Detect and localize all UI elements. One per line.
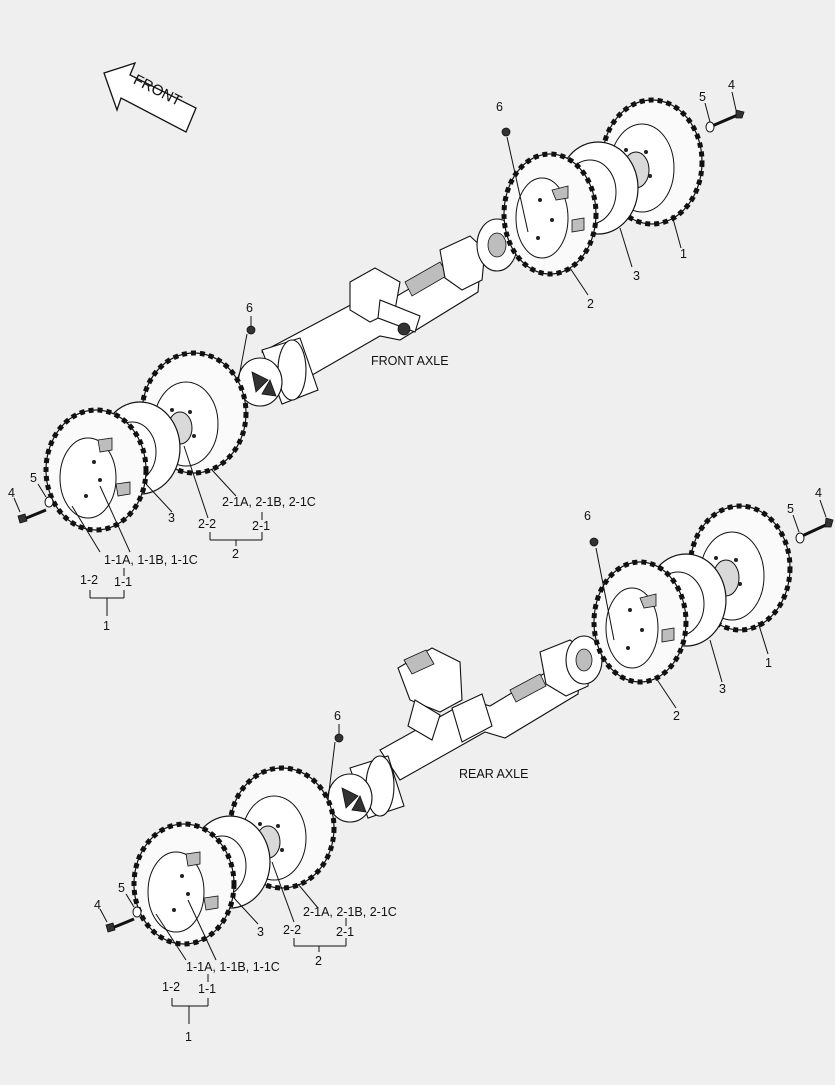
rear-left-label-1-2: 1-2	[162, 980, 180, 994]
front-left-label-3: 3	[168, 511, 175, 525]
front-right-wheel-bolt	[711, 109, 745, 128]
front-right-label-6: 6	[496, 100, 503, 114]
front-right-nut	[501, 127, 511, 137]
front-left-outer-tire	[43, 407, 149, 533]
rear-right-washer	[795, 532, 805, 544]
front-hub-label-6: 6	[246, 301, 253, 315]
rear-hub-nut	[334, 733, 344, 743]
front-hub-nut	[246, 325, 256, 335]
front-left-label-1-2: 1-2	[80, 573, 98, 587]
rear-axle-title: REAR AXLE	[459, 767, 528, 781]
front-right-label-5: 5	[699, 90, 706, 104]
rear-right-label-2: 2	[673, 709, 680, 723]
rear-left-outer-tire	[131, 821, 237, 947]
front-right-label-3: 3	[633, 269, 640, 283]
front-axle-housing	[237, 218, 518, 407]
rear-left-label-1-1: 1-1	[198, 982, 216, 996]
front-left-washer	[44, 496, 54, 508]
front-right-label-2: 2	[587, 297, 594, 311]
front-left-label-1-1: 1-1	[114, 575, 132, 589]
rear-right-label-3: 3	[719, 682, 726, 696]
rear-left-wheel-bolt	[105, 917, 135, 933]
rear-left-label-1-variants: 1-1A, 1-1B, 1-1C	[186, 960, 280, 974]
rear-left-label-5: 5	[118, 881, 125, 895]
front-left-label-2-2: 2-2	[198, 517, 216, 531]
rear-left-label-2-1: 2-1	[336, 925, 354, 939]
rear-right-label-1: 1	[765, 656, 772, 670]
front-left-label-4: 4	[8, 486, 15, 500]
rear-left-label-1: 1	[185, 1030, 192, 1044]
rear-left-label-2-2: 2-2	[283, 923, 301, 937]
front-left-label-2-variants: 2-1A, 2-1B, 2-1C	[222, 495, 316, 509]
rear-right-inner-tire	[591, 559, 689, 685]
front-left-label-1-variants: 1-1A, 1-1B, 1-1C	[104, 553, 198, 567]
front-right-inner-tire	[501, 151, 599, 277]
front-left-label-2-1: 2-1	[252, 519, 270, 533]
rear-left-label-2: 2	[315, 954, 322, 968]
front-right-label-1: 1	[680, 247, 687, 261]
rear-left-label-2-variants: 2-1A, 2-1B, 2-1C	[303, 905, 397, 919]
front-left-label-1: 1	[103, 619, 110, 633]
front-left-label-5: 5	[30, 471, 37, 485]
front-left-wheel-bolt	[17, 508, 47, 524]
front-left-label-2: 2	[232, 547, 239, 561]
rear-right-label-4: 4	[815, 486, 822, 500]
rear-left-washer	[132, 906, 142, 918]
front-direction-arrow: FRONT	[103, 61, 197, 133]
front-right-label-4: 4	[728, 78, 735, 92]
front-right-washer	[705, 121, 715, 133]
rear-right-label-6: 6	[584, 509, 591, 523]
rear-right-nut	[589, 537, 599, 547]
rear-left-label-3: 3	[257, 925, 264, 939]
rear-left-label-4: 4	[94, 898, 101, 912]
rear-axle-housing	[327, 635, 603, 823]
rear-hub-label-6: 6	[334, 709, 341, 723]
rear-right-wheel-bolt	[801, 517, 834, 538]
front-axle-title: FRONT AXLE	[371, 354, 449, 368]
rear-right-label-5: 5	[787, 502, 794, 516]
